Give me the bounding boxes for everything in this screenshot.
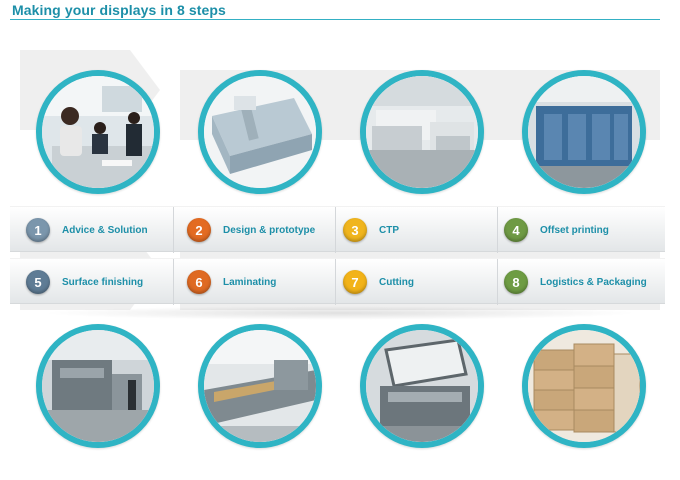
steps-band-bottom: 5 Surface finishing 6 Laminating 7 Cutti… <box>10 258 665 305</box>
step-3: 3 CTP <box>343 207 399 253</box>
step-number-badge: 2 <box>187 218 211 242</box>
step-label: CTP <box>379 224 399 236</box>
step-8: 8 Logistics & Packaging <box>504 259 647 305</box>
band-divider <box>335 259 336 305</box>
photo-laminating <box>198 324 322 448</box>
step-number-badge: 1 <box>26 218 50 242</box>
step-label: Advice & Solution <box>62 224 148 236</box>
step-label: Surface finishing <box>62 276 144 288</box>
band-divider <box>173 207 174 253</box>
band-divider <box>173 259 174 305</box>
laminating-image <box>204 330 316 442</box>
step-number-badge: 6 <box>187 270 211 294</box>
cutting-machine-image <box>366 330 478 442</box>
step-5: 5 Surface finishing <box>26 259 143 305</box>
step-6: 6 Laminating <box>187 259 276 305</box>
step-label: Design & prototype <box>223 224 316 236</box>
steps-band-top: 1 Advice & Solution 2 Design & prototype… <box>10 206 665 253</box>
band-divider <box>497 259 498 305</box>
photo-cutting-machine <box>360 324 484 448</box>
step-4: 4 Offset printing <box>504 207 609 253</box>
step-number-badge: 8 <box>504 270 528 294</box>
step-label: Offset printing <box>540 224 609 236</box>
step-7: 7 Cutting <box>343 259 414 305</box>
band-divider <box>497 207 498 253</box>
photo-ctp-room <box>360 70 484 194</box>
step-1: 1 Advice & Solution <box>26 207 148 253</box>
photo-surface-finishing <box>36 324 160 448</box>
band-shadow <box>40 306 640 320</box>
page-title: Making your displays in 8 steps <box>12 2 226 18</box>
step-number-badge: 4 <box>504 218 528 242</box>
step-number-badge: 3 <box>343 218 367 242</box>
photo-offset-press <box>522 70 646 194</box>
photo-packaging-boxes <box>522 324 646 448</box>
office-meeting-image <box>42 76 154 188</box>
step-2: 2 Design & prototype <box>187 207 315 253</box>
surface-finishing-image <box>42 330 154 442</box>
band-divider <box>335 207 336 253</box>
photo-office-meeting <box>36 70 160 194</box>
step-label: Cutting <box>379 276 414 288</box>
photo-cutting-plotter <box>198 70 322 194</box>
offset-press-image <box>528 76 640 188</box>
ctp-room-image <box>366 76 478 188</box>
step-label: Laminating <box>223 276 277 288</box>
step-label: Logistics & Packaging <box>540 276 647 288</box>
packaging-boxes-image <box>528 330 640 442</box>
step-number-badge: 7 <box>343 270 367 294</box>
cutting-plotter-image <box>204 76 316 188</box>
step-number-badge: 5 <box>26 270 50 294</box>
title-divider <box>10 19 660 20</box>
